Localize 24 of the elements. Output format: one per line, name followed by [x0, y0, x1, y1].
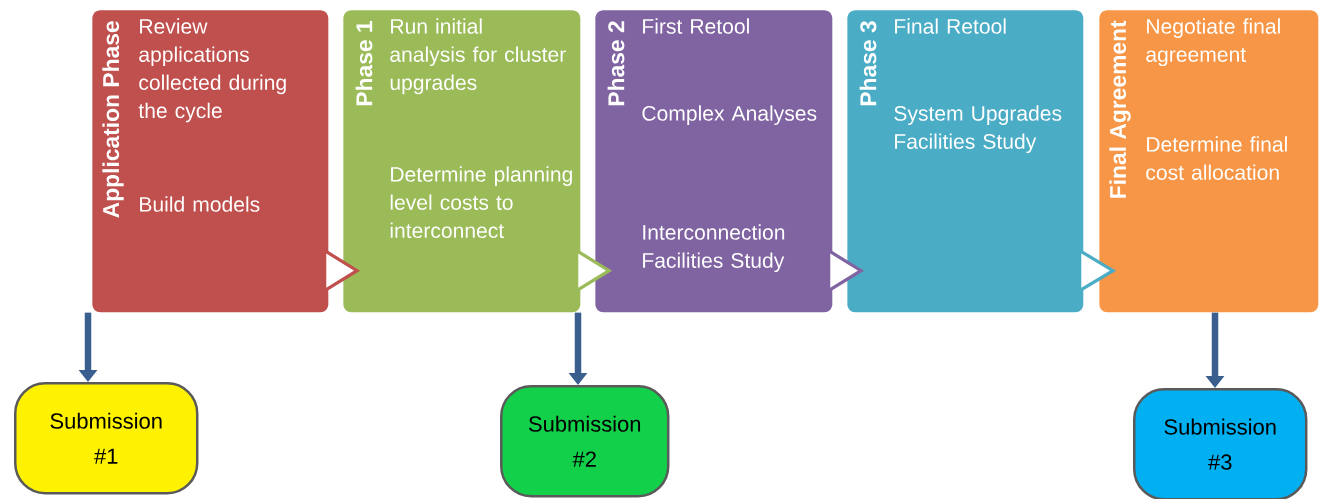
phase-title: Phase 1 [355, 21, 373, 106]
phase-title: Phase 3 [859, 21, 877, 106]
phase-box [1099, 10, 1319, 313]
phase-box [343, 10, 581, 313]
submission-box: Submission #3 [1133, 388, 1308, 499]
step-text: Complex Analyses [642, 105, 817, 125]
phase-box [595, 10, 833, 313]
phase-box [92, 10, 329, 313]
submission-box: Submission #2 [500, 385, 670, 498]
phase-title: Application Phase [102, 21, 124, 218]
step-text: Final Retool [895, 18, 1006, 34]
submission-box: Submission #1 [14, 382, 199, 495]
phase-title: Phase 2 [607, 21, 625, 106]
step-text: Build models [140, 196, 260, 212]
step-text: First Retool [643, 18, 749, 34]
step-text: Determine final cost allocation [1146, 136, 1287, 180]
step-text: System Upgrades Facilities Study [894, 105, 1062, 154]
step-text: Negotiate final agreement [1146, 18, 1280, 67]
step-text: Review applications collected during the cycle [138, 18, 286, 123]
step-text: Run initial analysis for cluster upgrades [390, 18, 566, 95]
phase-title: Final Agreement [1109, 20, 1131, 198]
phase-box [847, 10, 1084, 313]
step-text: Determine planning level costs to interconnect [390, 166, 572, 239]
step-text: Interconnection Facilities Study [643, 224, 785, 273]
